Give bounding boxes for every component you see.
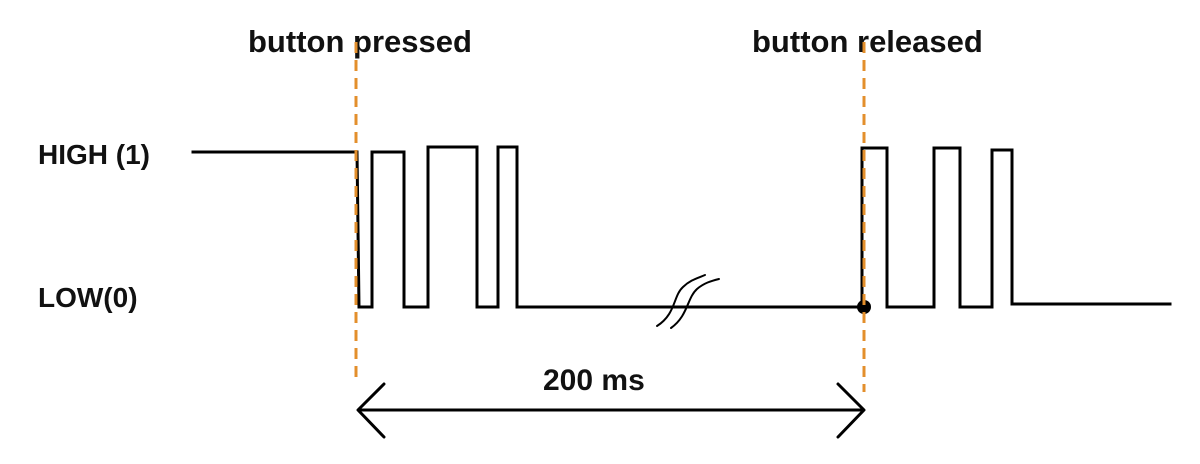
time-break-mark-left — [656, 274, 706, 327]
signal-waveform — [191, 145, 1172, 309]
duration-arrow-left-head — [356, 382, 386, 439]
button-pressed-label: button pressed — [248, 24, 472, 59]
duration-arrow-right-head — [836, 382, 866, 439]
time-break-mark-right — [670, 278, 720, 329]
duration-label: 200 ms — [543, 364, 645, 397]
low-level-label: LOW(0) — [38, 282, 138, 313]
high-level-label: HIGH (1) — [38, 139, 150, 170]
release-transition-dot — [857, 300, 871, 314]
button-released-label: button released — [752, 24, 983, 59]
